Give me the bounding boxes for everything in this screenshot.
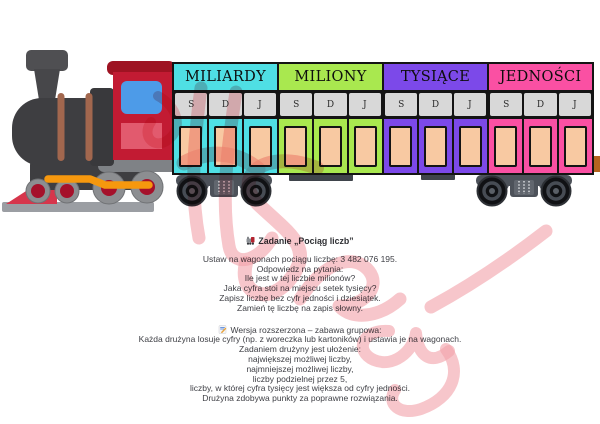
wagon-body xyxy=(489,119,592,173)
wagon-title: MILIONY xyxy=(279,64,382,92)
digit-card-slot xyxy=(319,125,342,167)
extended-line: Zadaniem drużyny jest ułożenie: xyxy=(239,344,361,355)
digit-card-slot xyxy=(459,125,482,167)
wagon-miliony: MILIONY S D J xyxy=(277,62,384,175)
wagon-header-row: S D J xyxy=(279,92,382,119)
task-line: Zamień tę liczbę na zapis słowny. xyxy=(237,302,363,313)
loco-pipe-front xyxy=(57,93,65,161)
task-title: Zadanie „Pociąg liczb” xyxy=(0,236,600,247)
digit-card-slot xyxy=(249,125,272,167)
digit-card-slot xyxy=(389,125,412,167)
wagon-header-row: S D J xyxy=(489,92,592,119)
loco-cab-panel xyxy=(121,123,162,149)
extended-line: Drużyna zdobywa punkty za poprawne rozwi… xyxy=(202,393,398,404)
header-cell-s: S xyxy=(280,93,313,116)
loco-cab-roof xyxy=(107,61,175,75)
wagon-body xyxy=(279,119,382,173)
loco-pipe-rear xyxy=(85,93,93,161)
header-cell-d: D xyxy=(419,93,452,116)
digit-card-slot xyxy=(529,125,552,167)
extended-line: Każda drużyna losuje cyfry (np. z worecz… xyxy=(138,334,462,345)
wagon-header-row: S D J xyxy=(174,92,277,119)
wagon-title: MILIARDY xyxy=(174,64,277,92)
header-cell-d: D xyxy=(209,93,242,116)
digit-card-slot xyxy=(179,125,202,167)
loco-running-board xyxy=(98,159,178,172)
train-illustration xyxy=(2,50,600,212)
track-rail xyxy=(2,202,154,212)
wagon-header-row: S D J xyxy=(384,92,487,119)
header-cell-s: S xyxy=(175,93,208,116)
loco-firebox xyxy=(90,88,114,166)
extended-line: najmniejszej możliwej liczby, xyxy=(246,363,354,374)
header-cell-j: J xyxy=(558,93,591,116)
wagon-title: JEDNOŚCI xyxy=(489,64,592,92)
header-cell-j: J xyxy=(243,93,276,116)
wagon-miliardy: MILIARDY S D J xyxy=(172,62,279,175)
loco-chimney-stack xyxy=(34,69,60,100)
digit-card-slot xyxy=(424,125,447,167)
extended-line: liczby, w której cyfra tysięcy jest więk… xyxy=(190,383,410,394)
header-cell-d: D xyxy=(314,93,347,116)
bogie-right xyxy=(474,173,574,208)
wagon-jednosci: JEDNOŚCI S D J xyxy=(487,62,594,175)
header-cell-d: D xyxy=(524,93,557,116)
header-cell-j: J xyxy=(348,93,381,116)
digit-card-slot xyxy=(564,125,587,167)
digit-card-slot xyxy=(354,125,377,167)
steam-locomotive-emoji-icon xyxy=(246,236,255,245)
loco-wheels xyxy=(25,170,164,205)
loco-coupling-rod xyxy=(44,175,153,189)
loco-chimney-cap xyxy=(26,50,68,71)
digit-card-slot xyxy=(494,125,517,167)
header-cell-s: S xyxy=(385,93,418,116)
wagon-body xyxy=(384,119,487,173)
extended-line: liczby podzielnej przez 5, xyxy=(252,373,348,384)
header-cell-s: S xyxy=(490,93,523,116)
digit-card-slot xyxy=(284,125,307,167)
wagon-body xyxy=(174,119,277,173)
wagon-title: TYSIĄCE xyxy=(384,64,487,92)
digit-card-slot xyxy=(214,125,237,167)
header-cell-j: J xyxy=(453,93,486,116)
memo-emoji-icon xyxy=(218,324,227,334)
extended-title: Wersja rozszerzona – zabawa grupowa: xyxy=(0,325,600,336)
wagon-end-tab xyxy=(593,156,600,172)
extended-line: największej możliwej liczby, xyxy=(248,353,352,364)
bogie-left xyxy=(174,173,274,208)
loco-cab-window xyxy=(121,81,162,114)
wagon-row: MILIARDY S D J MILIONY S D J xyxy=(172,62,594,175)
wagon-tysiace: TYSIĄCE S D J xyxy=(382,62,489,175)
instructions: Zadanie „Pociąg liczb” Ustaw na wagonach… xyxy=(0,236,600,404)
